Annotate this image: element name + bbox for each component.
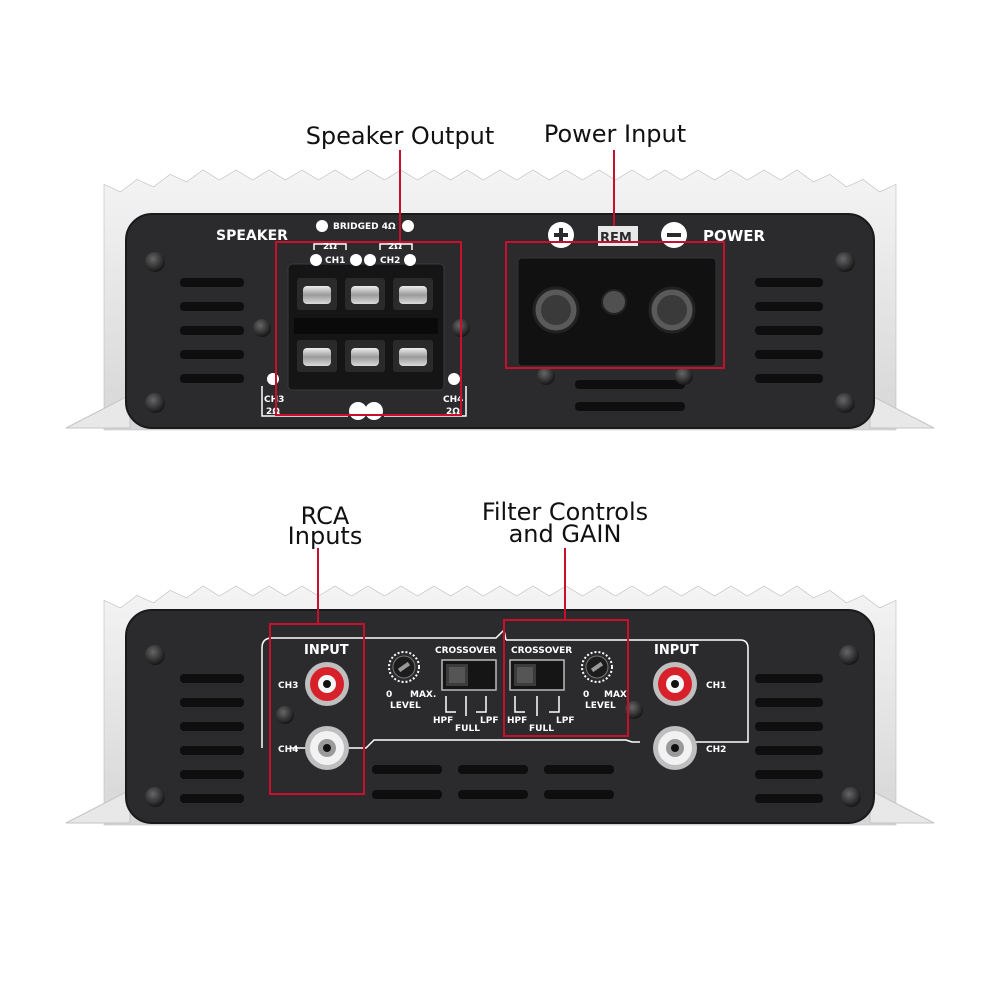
top-amplifier: SPEAKER BRIDGED 4Ω 2Ω 2Ω CH1 CH2 CH3 CH4… — [65, 150, 935, 431]
top-vents-left — [180, 278, 244, 383]
top-vents-right — [755, 278, 823, 383]
speaker-output-label: Speaker Output — [305, 122, 495, 150]
power-terminal-block — [517, 257, 717, 367]
rem-label: REM — [600, 231, 632, 246]
top-left-foot — [65, 394, 131, 429]
ch2-input-label: CH2 — [706, 745, 726, 755]
top-vents-center — [575, 380, 685, 411]
ch3-input-label: CH3 — [278, 681, 298, 691]
ch4-speaker-label: CH4 — [443, 395, 463, 405]
hpf-left-label: HPF — [433, 716, 453, 726]
bottom-screws — [145, 645, 861, 807]
ch1-input-label: CH1 — [706, 681, 726, 691]
full-left-label: FULL — [455, 724, 480, 734]
ohm-br-label: 2Ω — [446, 407, 460, 417]
bottom-right-foot — [869, 789, 935, 824]
filter-controls-label-line1: Filter Controls — [481, 498, 649, 526]
crossover-right-label: CROSSOVER — [511, 646, 572, 656]
rca-inputs-label-line1: RCA — [300, 502, 350, 530]
power-input-highlight — [505, 241, 725, 369]
bottom-faceplate — [125, 609, 875, 824]
rca-ch1-jack — [653, 662, 697, 706]
gain-right-zero: 0 — [583, 690, 589, 700]
lpf-right-label: LPF — [556, 716, 574, 726]
power-negative-hole — [648, 286, 696, 334]
power-minus-icon — [661, 222, 687, 248]
ch2-speaker-label: CH2 — [380, 256, 400, 266]
gain-left-zero: 0 — [386, 690, 392, 700]
speaker-terminal-block — [287, 263, 445, 391]
gain-knob-left — [388, 651, 420, 683]
top-faceplate — [125, 213, 875, 429]
input-right-heading: INPUT — [654, 643, 699, 658]
bridged-label: BRIDGED 4Ω — [333, 222, 396, 232]
filter-controls-highlight — [503, 619, 629, 737]
crossover-switch-left — [441, 659, 497, 691]
ch4-input-label: CH4 — [278, 745, 298, 755]
gain-left-level: LEVEL — [390, 701, 421, 711]
bottom-heatsink-fins — [103, 585, 897, 826]
gain-right-level: LEVEL — [585, 701, 616, 711]
rca-ch4-jack — [305, 726, 349, 770]
speaker-output-highlight — [275, 241, 462, 416]
rca-ch3-jack — [305, 662, 349, 706]
ohm-bl-label: 2Ω — [266, 407, 280, 417]
speaker-polarity-icons — [267, 220, 460, 420]
full-right-label: FULL — [529, 724, 554, 734]
speaker-brackets — [261, 243, 467, 417]
power-heading: POWER — [703, 227, 766, 245]
speaker-heading: SPEAKER — [216, 228, 288, 244]
gain-left-max: MAX. — [410, 690, 436, 700]
crossover-switch-right — [509, 659, 565, 691]
ohm-2b-label: 2Ω — [388, 242, 402, 252]
rca-inputs-label-line2: Inputs — [287, 522, 363, 550]
ohm-2a-label: 2Ω — [323, 242, 337, 252]
rca-ch2-jack — [653, 726, 697, 770]
power-plus-icon — [548, 222, 574, 248]
top-screws — [145, 252, 855, 413]
crossover-left-label: CROSSOVER — [435, 646, 496, 656]
hpf-right-label: HPF — [507, 716, 527, 726]
top-heatsink-fins — [103, 169, 897, 431]
remote-hole — [601, 289, 627, 315]
filter-controls-label-line2: and GAIN — [508, 520, 622, 548]
bottom-amplifier: INPUT INPUT CH3 CH4 CH1 CH2 CROSSOVER CR… — [65, 548, 935, 826]
lpf-left-label: LPF — [480, 716, 498, 726]
bottom-vents-right — [755, 674, 823, 803]
power-positive-hole — [532, 286, 580, 334]
bottom-vents-center — [372, 765, 614, 799]
bottom-left-foot — [65, 789, 131, 824]
ch1-speaker-label: CH1 — [325, 256, 345, 266]
gain-knob-right — [581, 651, 613, 683]
gain-right-max: MAX — [604, 690, 627, 700]
ch3-speaker-label: CH3 — [264, 395, 284, 405]
bottom-vents-left — [180, 674, 244, 803]
crossover-tick-lines — [445, 696, 560, 716]
input-left-heading: INPUT — [304, 643, 349, 658]
rem-label-bg — [598, 226, 638, 246]
rca-inputs-highlight — [269, 623, 365, 795]
speaker-terminals — [294, 278, 438, 372]
control-area-outline — [261, 628, 749, 749]
power-input-label: Power Input — [543, 120, 687, 148]
top-right-foot — [869, 394, 935, 429]
